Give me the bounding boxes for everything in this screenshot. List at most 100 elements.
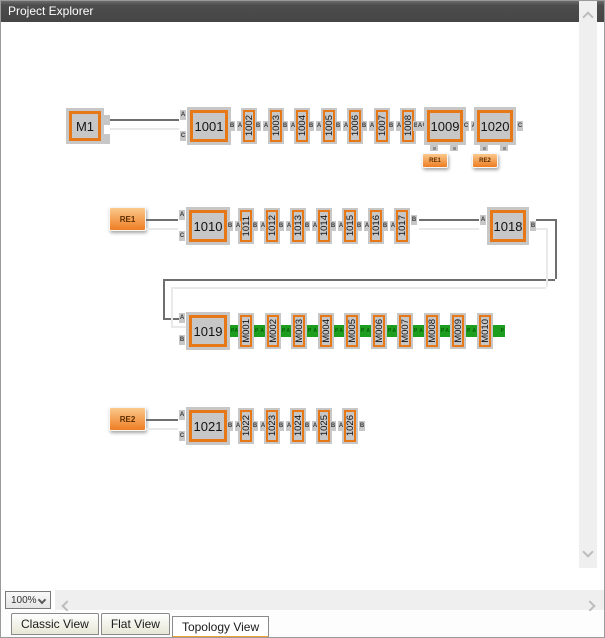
node-1021[interactable]: 1021 xyxy=(186,407,230,445)
node-1001[interactable]: 1001 xyxy=(187,107,231,145)
node-1025[interactable]: 1025 xyxy=(316,408,332,444)
node-1026[interactable]: 1026 xyxy=(342,408,358,444)
node-m009[interactable]: M009 xyxy=(450,313,466,349)
node-m006[interactable]: M006 xyxy=(371,313,387,349)
wire xyxy=(171,287,546,289)
port-b: B xyxy=(330,421,336,431)
green-port-label: A xyxy=(260,328,264,334)
node-m007[interactable]: M007 xyxy=(397,313,413,349)
green-port-label: A xyxy=(286,328,290,334)
port-c: C xyxy=(517,121,523,131)
tab-classic-view[interactable]: Classic View xyxy=(11,613,99,635)
tab-flat-view[interactable]: Flat View xyxy=(100,613,170,635)
node-m004[interactable]: M004 xyxy=(318,313,334,349)
node-m001[interactable]: M001 xyxy=(238,313,254,349)
wire xyxy=(555,219,557,279)
node-label: 1008 xyxy=(402,115,414,137)
wire xyxy=(536,219,557,221)
scroll-up-icon[interactable] xyxy=(582,8,594,26)
node-m003[interactable]: M003 xyxy=(291,313,307,349)
node-1007[interactable]: 1007 xyxy=(374,108,390,144)
node-1022[interactable]: 1022 xyxy=(238,408,254,444)
node-1017[interactable]: 1017 xyxy=(394,208,410,244)
port-a: A xyxy=(237,121,243,131)
node-m010[interactable]: M010 xyxy=(477,313,493,349)
wire xyxy=(419,219,479,221)
node-1002[interactable]: 1002 xyxy=(241,108,257,144)
port-a: A xyxy=(312,221,318,231)
node-1014[interactable]: 1014 xyxy=(316,208,332,244)
node-label: 1017 xyxy=(396,215,408,237)
port-c: C xyxy=(179,231,185,241)
green-port-label: P xyxy=(335,328,339,334)
node-1009[interactable]: 1009 xyxy=(424,107,466,145)
node-m005[interactable]: M005 xyxy=(344,313,360,349)
wire xyxy=(546,228,548,287)
scroll-down-icon[interactable] xyxy=(582,543,594,561)
node-m002[interactable]: M002 xyxy=(265,313,281,349)
node-label: M1 xyxy=(75,118,95,134)
node-m1[interactable]: M1 xyxy=(66,108,104,144)
node-label: 1023 xyxy=(266,415,278,437)
node-re2[interactable]: RE2 xyxy=(472,153,498,168)
tab-topology-view[interactable]: Topology View xyxy=(171,616,270,637)
window-title: Project Explorer xyxy=(8,4,94,18)
green-port-label: A xyxy=(234,328,238,334)
port-b: B xyxy=(308,121,314,131)
port-b: B xyxy=(304,421,310,431)
node-label: 1004 xyxy=(296,115,308,137)
port-a: A xyxy=(235,221,241,231)
node-1023[interactable]: 1023 xyxy=(264,408,280,444)
node-1006[interactable]: 1006 xyxy=(347,108,363,144)
port-c: C xyxy=(180,131,186,141)
port-a: A xyxy=(312,421,318,431)
node-label: 1006 xyxy=(349,115,361,137)
wire xyxy=(163,279,165,320)
node-1024[interactable]: 1024 xyxy=(290,408,306,444)
node-1018[interactable]: 1018 xyxy=(487,207,529,245)
zoom-select[interactable]: 100% xyxy=(5,591,51,609)
port-a: A xyxy=(338,221,344,231)
node-1012[interactable]: 1012 xyxy=(264,208,280,244)
port-b: B xyxy=(361,121,367,131)
node-1020[interactable]: 1020 xyxy=(474,107,516,145)
port-a: A xyxy=(235,421,241,431)
node-1011[interactable]: 1011 xyxy=(238,208,254,244)
port-tab xyxy=(450,145,458,151)
node-label: M004 xyxy=(320,319,332,343)
node-1004[interactable]: 1004 xyxy=(294,108,310,144)
horizontal-scrollbar[interactable] xyxy=(55,590,604,612)
port-blank xyxy=(104,115,110,125)
node-label: 1009 xyxy=(430,118,460,134)
port-b: B xyxy=(530,221,536,231)
port-a: A xyxy=(263,121,269,131)
port-b: B xyxy=(413,121,419,131)
node-1016[interactable]: 1016 xyxy=(368,208,384,244)
node-label: 1015 xyxy=(344,215,356,237)
port-a: A xyxy=(343,121,349,131)
node-m008[interactable]: M008 xyxy=(424,313,440,349)
green-port-label: A xyxy=(366,328,370,334)
node-1013[interactable]: 1013 xyxy=(290,208,306,244)
zoom-value: 100% xyxy=(11,594,37,606)
vertical-scrollbar[interactable] xyxy=(579,1,597,568)
port-b: B xyxy=(411,215,417,225)
port-tab xyxy=(480,145,488,151)
node-1010[interactable]: 1010 xyxy=(186,207,230,245)
node-label: 1013 xyxy=(292,215,304,237)
wire xyxy=(110,119,179,121)
node-1003[interactable]: 1003 xyxy=(268,108,284,144)
node-re1[interactable]: RE1 xyxy=(422,153,448,168)
node-1015[interactable]: 1015 xyxy=(342,208,358,244)
port-b: B xyxy=(359,421,365,431)
port-a: A xyxy=(390,221,396,231)
node-1005[interactable]: 1005 xyxy=(321,108,337,144)
node-label: 1016 xyxy=(370,215,382,237)
node-re2[interactable]: RE2 xyxy=(109,407,146,431)
node-label: 1003 xyxy=(270,115,282,137)
node-re1[interactable]: RE1 xyxy=(109,207,146,231)
node-1019[interactable]: 1019 xyxy=(186,312,230,350)
